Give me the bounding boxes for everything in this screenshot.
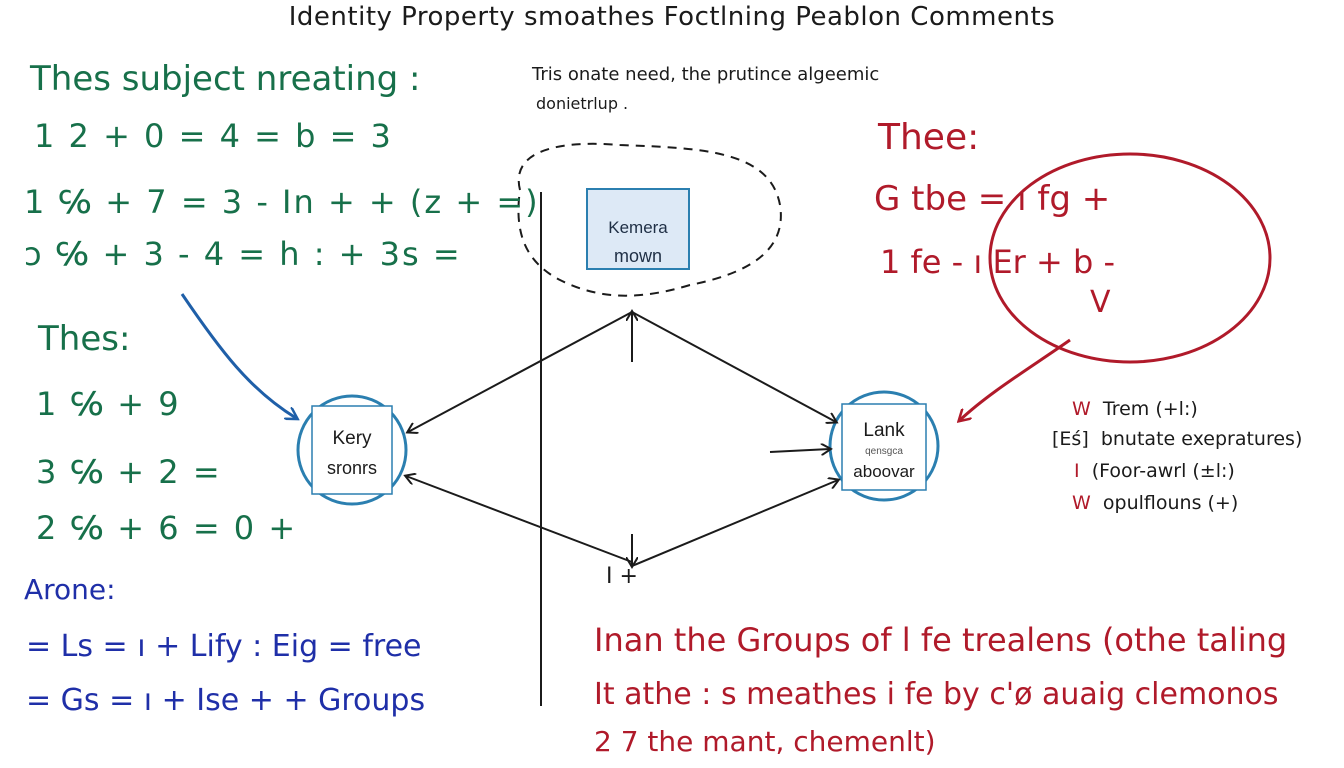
legend-mark: [Eś] [1052,428,1089,450]
center-note-line: donietrlup . [536,94,629,113]
arone-line: = Ls = ı + Lify : Eig = free [26,629,422,664]
arone-heading: Arone: [24,573,116,606]
legend-text: Trem (+l:) [1102,398,1198,420]
red-ellipse [988,152,1272,364]
legend-text: opulflouns (+) [1102,492,1239,514]
left-node-label: sronrs [326,458,377,478]
bottom-text-line: It athe : s meathes i fe by c'ø auaig cl… [594,677,1279,712]
left-node-square [311,405,393,495]
blue-arrow [180,293,296,418]
top-node-label: Kemera [608,218,668,237]
legend-item: [Eś] bnutate exepratures) [1052,430,1302,449]
dashed-cloud-outline [517,142,782,297]
bottom-node-label: I + [606,564,638,589]
legend-mark: I [1074,460,1080,482]
right-heading: Thee: [878,117,980,158]
red-arrow [960,338,1071,420]
left-heading: Thes subject nreating : [30,59,421,99]
legend-text: bnutate exepratures) [1100,428,1303,450]
arrow-top-to-left [408,311,633,432]
equation-row: 3 ℅ + 2 = [36,453,222,491]
legend-mark: W [1072,492,1091,514]
equation-row: 1 ℅ + 7 = 3 - In + + (z + =) [24,183,540,221]
legend-text: (Foor-awrl (±l:) [1091,460,1235,482]
equation-row: ɔ ℅ + 3 - 4 = h : + 3s = [24,235,462,273]
arrow-top-to-right [631,311,836,422]
legend-mark: W [1072,398,1091,420]
arrow-bottom-to-left [406,476,633,563]
right-line: G tbe = ı fg + [874,179,1111,219]
second-heading: Thes: [38,319,131,359]
right-line: 1 fe - ı Er + b - [880,243,1115,281]
page-title: Identity Property smoathes Foctlning Pea… [288,2,1056,32]
bottom-text-line: Inan the Groups of l fe trealens (othe t… [594,621,1288,659]
legend-item: W opulflouns (+) [1072,494,1238,513]
arone-line: = Gs = ı + Ise + + Groups [26,683,426,718]
right-node-label: aboovar [853,462,915,481]
right-node-square [841,403,927,491]
right-node-sublabel: qensgca [865,446,903,457]
right-line: V [1090,285,1111,320]
right-node-label: Lank [863,420,905,441]
legend-item: W Trem (+l:) [1072,400,1198,419]
equation-row: 1 2 + 0 = 4 = b = 3 [34,117,393,155]
legend-item: I (Foor-awrl (±l:) [1074,462,1235,481]
arrow-bottom-to-right [631,480,838,567]
top-node-box: Kemera mown [586,188,690,270]
bottom-text-line: 2 7 the mant, chemenlt) [594,725,936,758]
top-node-label: mown [613,246,662,266]
arrow-into-right-node [769,449,830,452]
equation-row: 1 ℅ + 9 [36,385,181,423]
center-note-line: Tris onate need, the prutince algeemic [532,64,880,85]
equation-row: 2 ℅ + 6 = 0 + [36,509,298,547]
left-node-label: Kery [332,428,372,449]
